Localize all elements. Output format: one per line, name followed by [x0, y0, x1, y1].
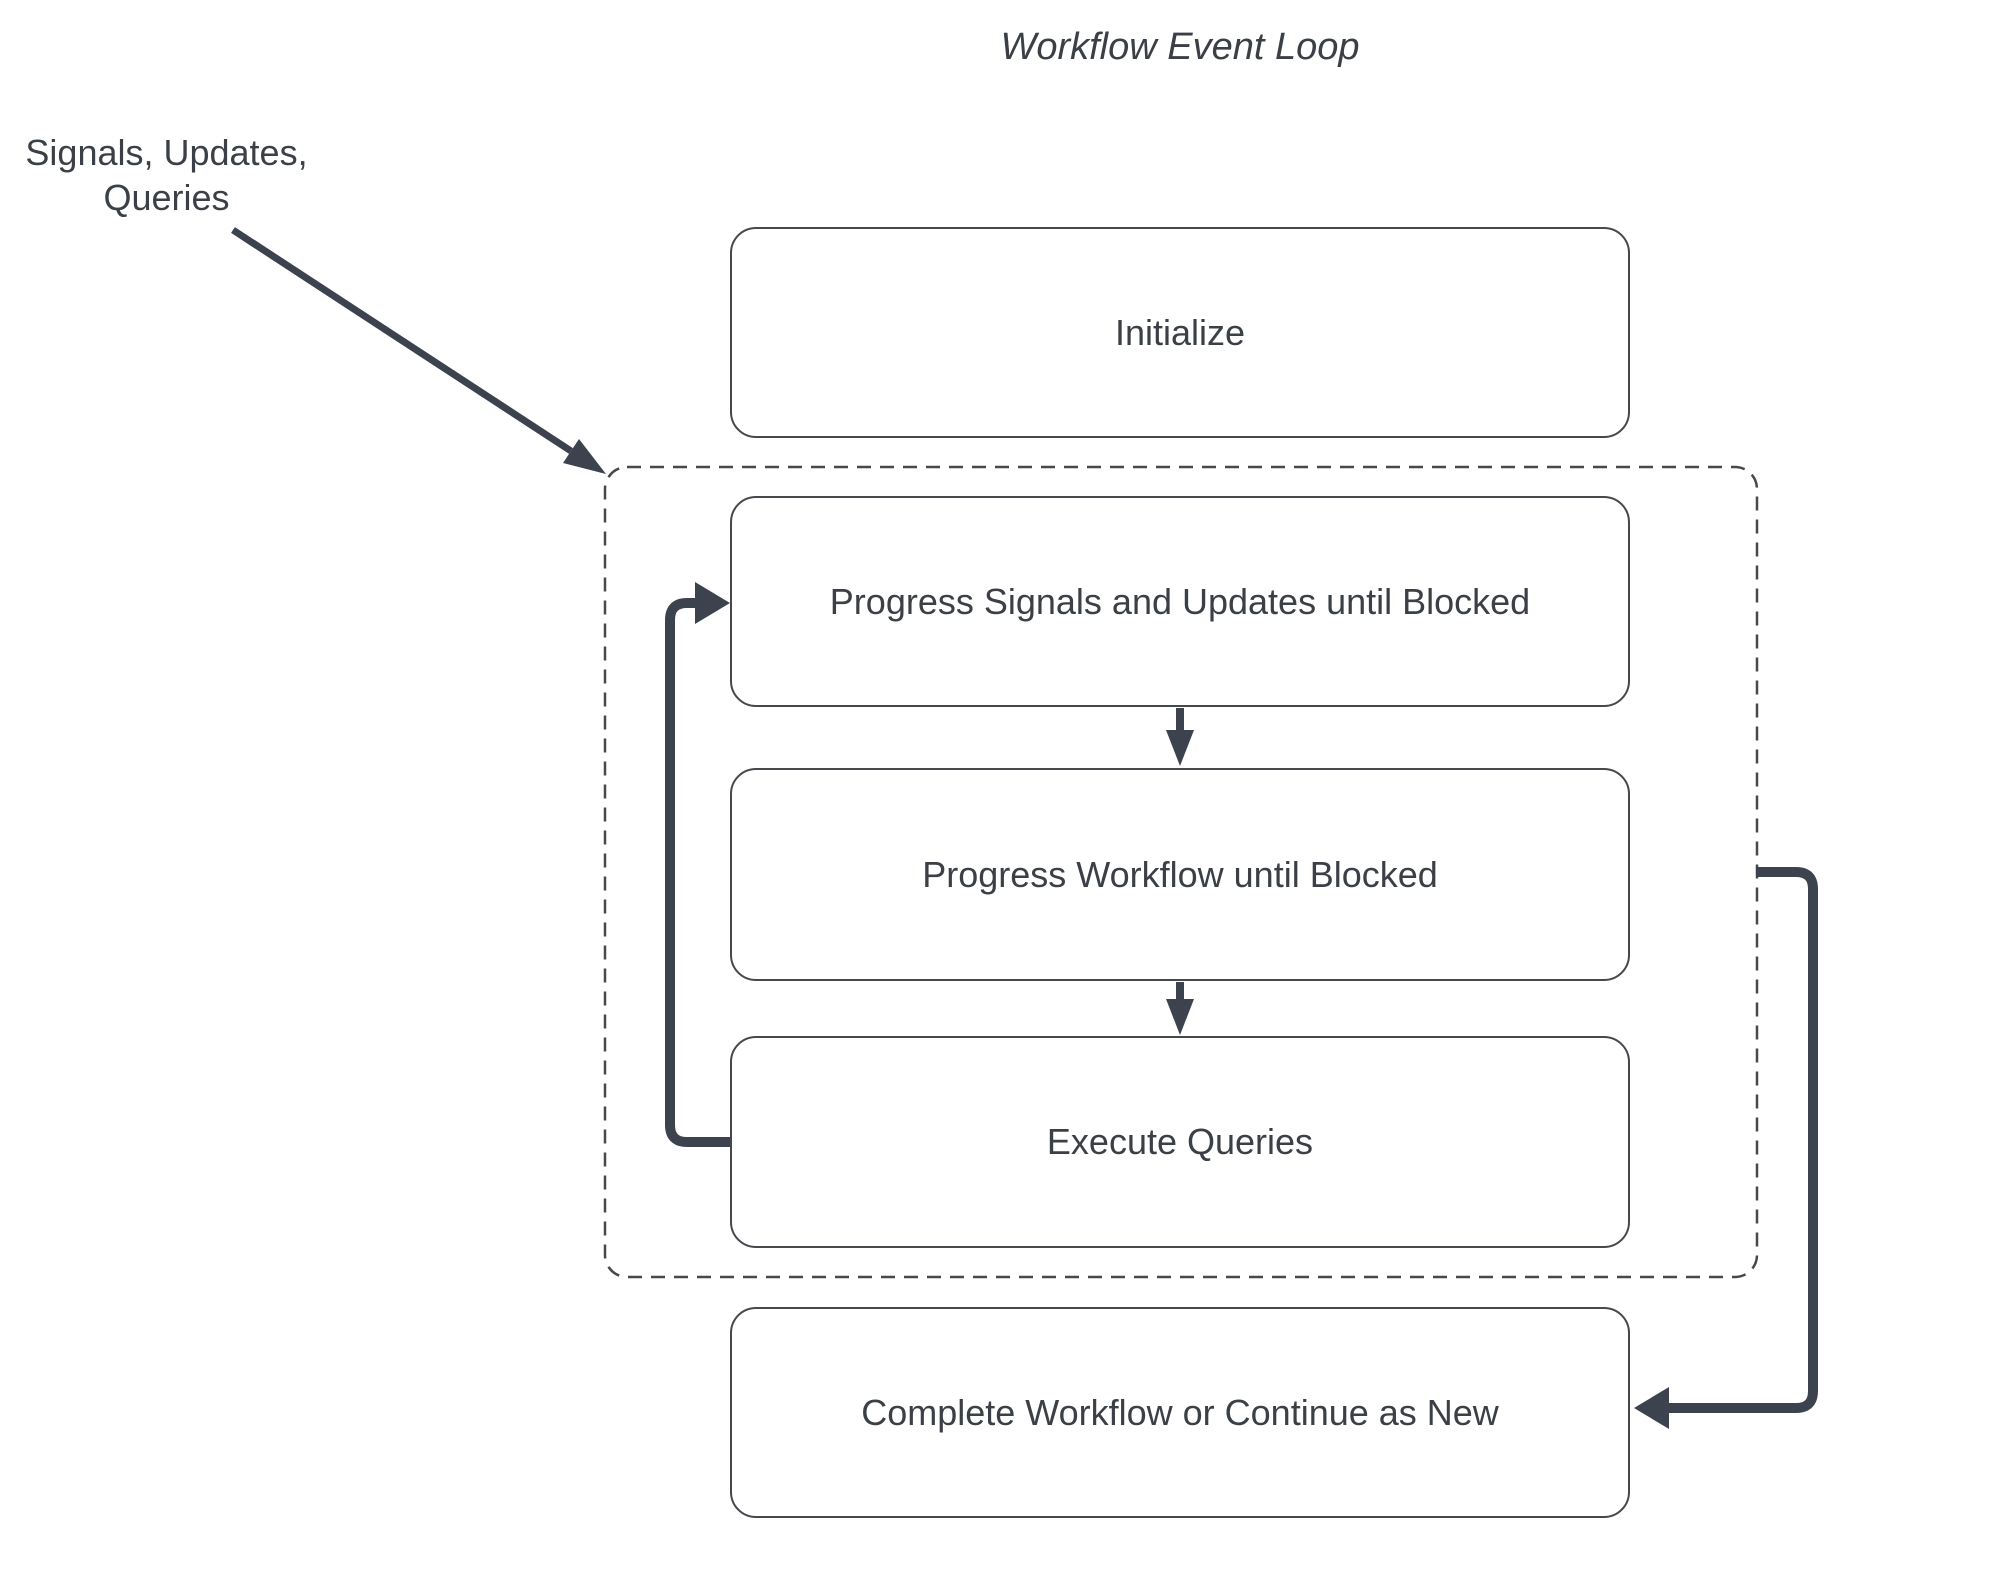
node-complete-workflow: Complete Workflow or Continue as New	[730, 1307, 1630, 1518]
node-progress-signals-label: Progress Signals and Updates until Block…	[829, 580, 1531, 622]
node-progress-workflow-label: Progress Workflow until Blocked	[922, 853, 1438, 895]
node-progress-signals-and-updates: Progress Signals and Updates until Block…	[730, 496, 1630, 707]
node-execute-queries: Execute Queries	[730, 1036, 1630, 1248]
node-complete-workflow-label: Complete Workflow or Continue as New	[861, 1391, 1499, 1433]
arrow-workflow-to-queries	[1166, 982, 1194, 1035]
signals-input-arrow	[231, 227, 606, 474]
exit-to-complete-arrow	[1634, 867, 1818, 1429]
node-initialize-label: Initialize	[1114, 311, 1246, 353]
node-progress-workflow: Progress Workflow until Blocked	[730, 768, 1630, 981]
signals-updates-queries-label: Signals, Updates, Queries	[25, 132, 308, 219]
arrow-signals-to-workflow	[1166, 708, 1194, 766]
node-execute-queries-label: Execute Queries	[1046, 1121, 1314, 1162]
diagram-title: Workflow Event Loop	[1000, 26, 1360, 68]
node-initialize: Initialize	[730, 227, 1630, 438]
loop-back-arrow	[665, 582, 733, 1147]
